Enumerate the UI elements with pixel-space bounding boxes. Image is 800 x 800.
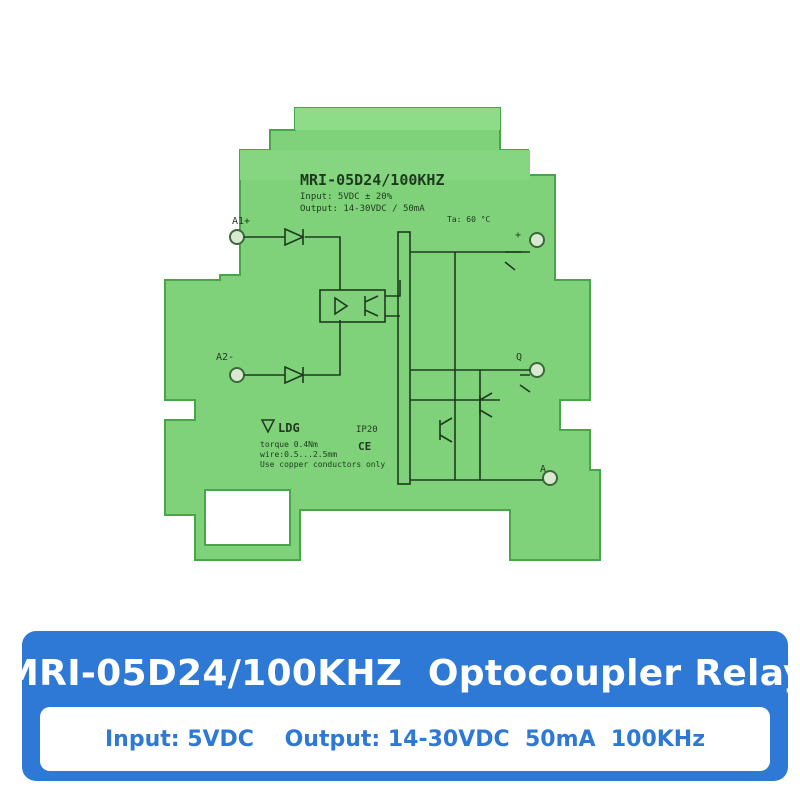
device-model: MRI-05D24/100KHZ (300, 171, 445, 189)
device-output-line: Output: 14-30VDC / 50mA (300, 204, 425, 214)
ldg-logo-icon (260, 419, 276, 434)
terminal-q-label: Q (516, 352, 522, 363)
wire-label: wire:0.5...2.5mm (260, 450, 337, 459)
upper-panel (240, 150, 530, 180)
device-ta: Ta: 60 °C (447, 215, 491, 224)
ip-rating: IP20 (356, 425, 378, 435)
din-clip-cutout (204, 489, 291, 546)
terminal-plus-label: + (515, 230, 521, 241)
copper-label: Use copper conductors only (260, 460, 385, 469)
terminal-a1-label: A1+ (232, 216, 250, 227)
banner-specs: Input: 5VDC Output: 14-30VDC 50mA 100KHz (104, 726, 706, 752)
brand-label: LDG (278, 421, 300, 435)
torque-label: torque 0.4Nm (260, 440, 318, 449)
banner-title: MRI-05D24/100KHZ Optocoupler Relay (3, 652, 800, 694)
terminal-screws (229, 229, 558, 486)
relay-housing (164, 107, 601, 561)
terminal-a2-label: A2- (216, 352, 234, 363)
device-input-line: Input: 5VDC ± 20% (300, 192, 393, 202)
circuit-diagram (244, 227, 543, 485)
top-rail (295, 108, 500, 130)
terminal-a-label: A (540, 464, 546, 475)
title-banner: MRI-05D24/100KHZ Optocoupler Relay Input… (3, 631, 800, 781)
ce-mark: CE (358, 440, 371, 453)
relay-product-image: MRI-05D24/100KHZ Input: 5VDC ± 20% Outpu… (164, 107, 601, 561)
banner-specs-box: Input: 5VDC Output: 14-30VDC 50mA 100KHz (40, 707, 770, 771)
